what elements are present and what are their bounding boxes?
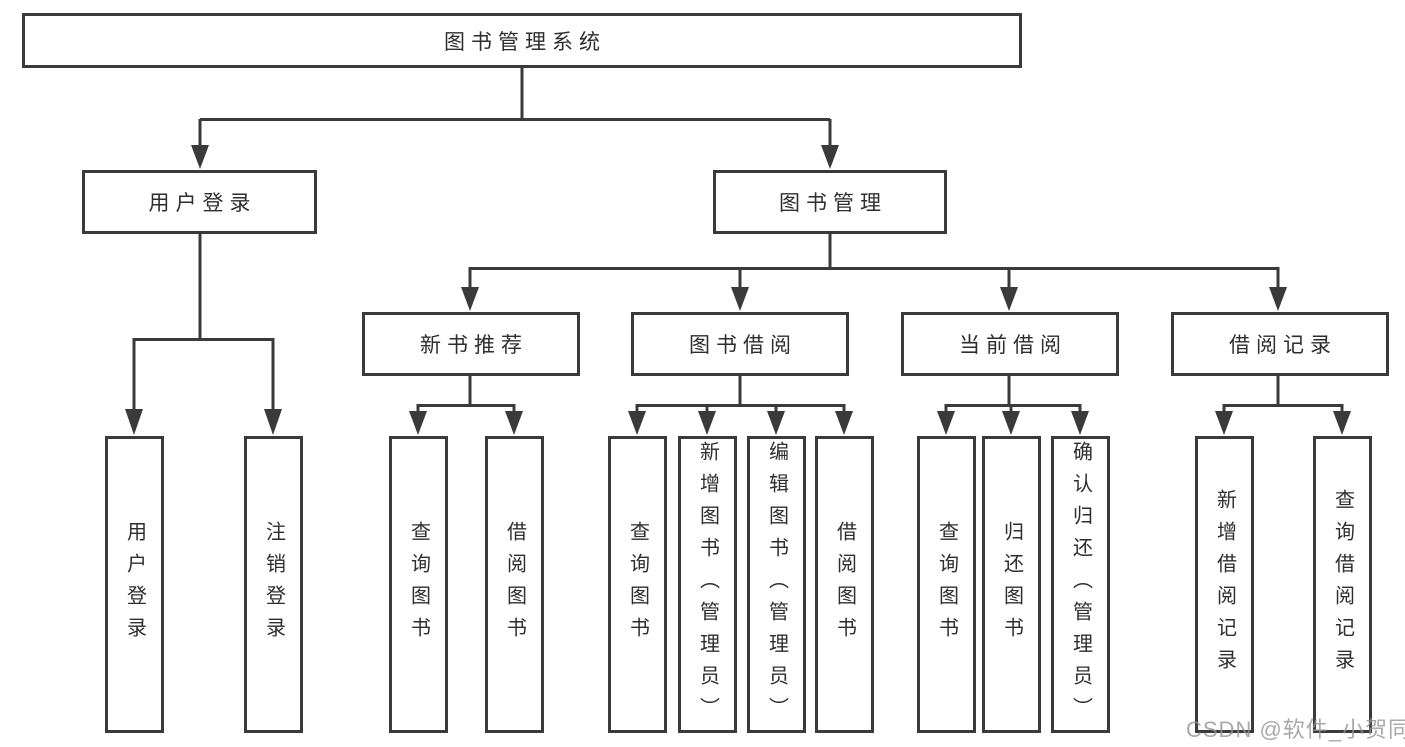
- node-borrowing-records: 借阅记录: [1171, 312, 1389, 376]
- node-root-label: 图书管理系统: [444, 30, 606, 54]
- node-user-login: 用户登录: [82, 170, 317, 234]
- leaf-query-borrow-record: 查询借阅记录: [1313, 436, 1372, 733]
- leaf-add-book-admin: 新增图书（管理员）: [678, 436, 737, 733]
- node-book-borrowing-label: 图书借阅: [689, 334, 797, 357]
- leaf-add-borrow-record-label: 新增借阅记录: [1213, 488, 1236, 681]
- arrowhead: [264, 409, 282, 435]
- node-borrowing-records-label: 借阅记录: [1229, 334, 1337, 357]
- leaf-confirm-return-admin-label: 确认归还（管理员）: [1069, 440, 1092, 729]
- leaf-user-login: 用户登录: [105, 436, 164, 733]
- leaf-confirm-return-admin: 确认归还（管理员）: [1051, 436, 1110, 733]
- node-user-login-label: 用户登录: [148, 192, 257, 215]
- arrowhead: [835, 411, 853, 435]
- leaf-query-books-borrowing: 查询图书: [608, 436, 667, 733]
- arrowhead: [698, 411, 716, 435]
- node-new-book-recommend: 新书推荐: [362, 312, 580, 376]
- connector-lines: [132, 68, 1344, 414]
- node-book-borrowing: 图书借阅: [631, 312, 849, 376]
- node-current-borrowing-label: 当前借阅: [959, 334, 1067, 357]
- node-current-borrowing: 当前借阅: [901, 312, 1119, 376]
- leaf-query-books-borrowing-label: 查询图书: [626, 520, 649, 649]
- arrowhead: [767, 411, 785, 435]
- leaf-return-books-label: 归还图书: [1000, 520, 1023, 649]
- arrowhead: [125, 409, 143, 435]
- arrowhead: [409, 411, 427, 435]
- arrowhead: [461, 287, 479, 311]
- arrowhead: [1333, 411, 1351, 435]
- arrowhead: [1002, 411, 1020, 435]
- leaf-query-books-current-label: 查询图书: [935, 520, 958, 649]
- arrowhead: [937, 411, 955, 435]
- csdn-watermark: CSDN @软件_小贺同学: [1186, 717, 1405, 742]
- leaf-logout-label: 注销登录: [262, 520, 285, 649]
- leaf-query-books-recommend: 查询图书: [389, 436, 448, 733]
- leaf-add-borrow-record: 新增借阅记录: [1195, 436, 1254, 733]
- node-root: 图书管理系统: [22, 13, 1022, 68]
- leaf-user-login-label: 用户登录: [123, 520, 146, 649]
- arrowhead: [731, 287, 749, 311]
- leaf-borrow-books-recommend-label: 借阅图书: [503, 520, 526, 649]
- leaf-return-books: 归还图书: [982, 436, 1041, 733]
- arrowhead: [1269, 287, 1287, 311]
- leaf-query-books-current: 查询图书: [917, 436, 976, 733]
- node-book-management-label: 图书管理: [779, 192, 887, 215]
- arrowhead: [191, 145, 209, 169]
- arrowhead: [821, 145, 839, 169]
- node-new-book-recommend-label: 新书推荐: [420, 334, 528, 357]
- arrowhead: [628, 411, 646, 435]
- arrowhead: [1000, 287, 1018, 311]
- leaf-borrow-books-recommend: 借阅图书: [485, 436, 544, 733]
- leaf-edit-book-admin: 编辑图书（管理员）: [747, 436, 806, 733]
- leaf-borrow-books-borrowing: 借阅图书: [815, 436, 874, 733]
- leaf-query-borrow-record-label: 查询借阅记录: [1331, 488, 1354, 681]
- node-book-management: 图书管理: [713, 170, 947, 234]
- leaf-borrow-books-borrowing-label: 借阅图书: [833, 520, 856, 649]
- arrowhead: [505, 411, 523, 435]
- leaf-edit-book-admin-label: 编辑图书（管理员）: [765, 440, 788, 729]
- arrowhead: [1215, 411, 1233, 435]
- leaf-query-books-recommend-label: 查询图书: [407, 520, 430, 649]
- leaf-logout: 注销登录: [244, 436, 303, 733]
- leaf-add-book-admin-label: 新增图书（管理员）: [696, 440, 719, 729]
- arrowhead: [1071, 411, 1089, 435]
